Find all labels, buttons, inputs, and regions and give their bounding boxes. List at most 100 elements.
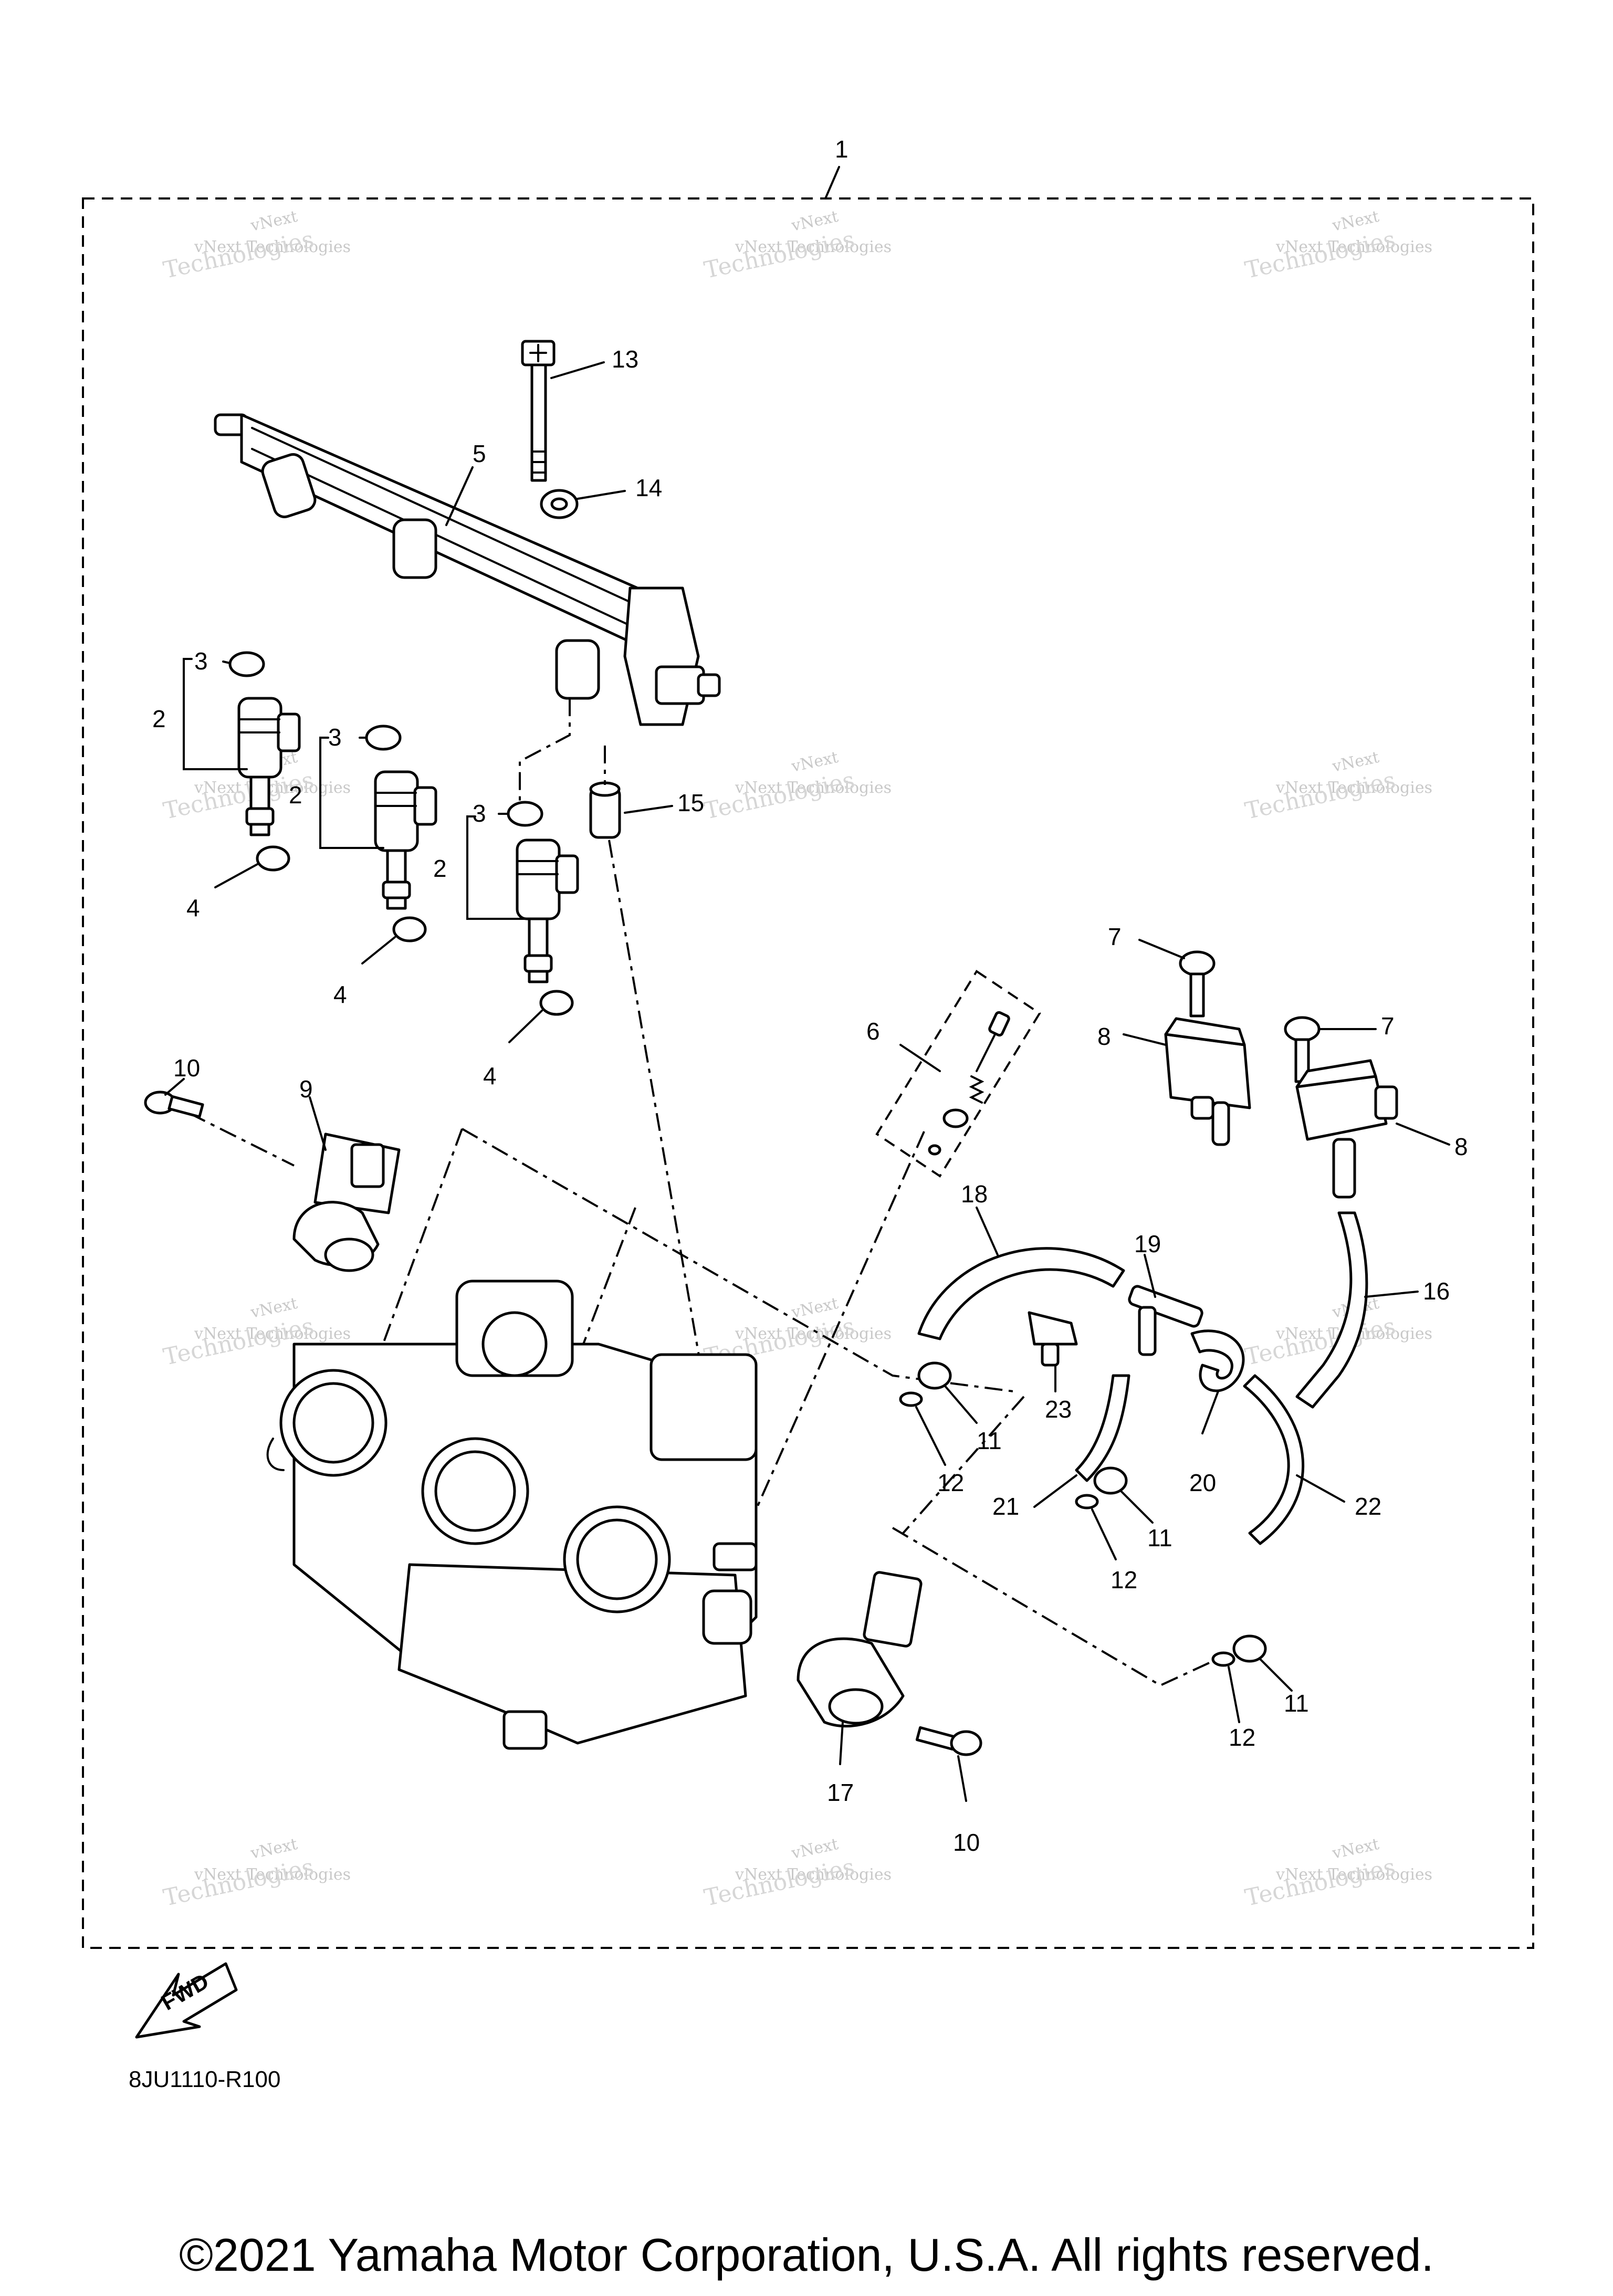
svg-text:Technologies: Technologies [1243,1313,1398,1370]
callout-20: 20 [1189,1469,1216,1496]
callout-11-a: 11 [977,1427,1002,1454]
svg-text:vNext Technologies: vNext Technologies [735,1325,892,1343]
svg-text:vNext Technologies: vNext Technologies [1275,1865,1432,1884]
callout-11-c: 11 [1284,1690,1309,1717]
leader-16 [1364,1291,1419,1298]
callout-8-a: 8 [1097,1023,1111,1050]
callout-2-b: 2 [289,781,302,809]
leader-11-mid [1120,1490,1154,1524]
leader-17 [839,1721,844,1765]
bolt-10-left[interactable] [144,1091,204,1118]
pilot-screw-kit[interactable] [875,970,1041,1178]
callout-23: 23 [1045,1396,1072,1423]
watermark: vNext vNext Technologies Technologies [1243,748,1432,825]
svg-text:vNext Technologies: vNext Technologies [735,779,892,797]
bolt-10-bottom[interactable] [915,1726,982,1756]
bolt-13[interactable] [521,340,556,482]
leader-13 [550,361,605,379]
callout-22: 22 [1355,1493,1381,1520]
leader-10-left [164,1078,185,1096]
svg-text:Technologies: Technologies [161,226,316,284]
svg-text:vNext Technologies: vNext Technologies [735,1865,892,1884]
clamp-23[interactable] [1028,1311,1078,1367]
hose-22[interactable] [1243,1374,1305,1545]
injector-set-1[interactable] [228,651,301,872]
callout-labels: 1 13 5 14 3 2 3 2 3 15 2 4 4 4 7 8 7 8 6… [152,135,1468,1856]
leader-12-mid [1091,1508,1117,1560]
watermark: vNext vNext Technologies Technologies [702,207,892,284]
leader-20 [1201,1390,1219,1434]
leader-1 [824,166,840,200]
collar-15[interactable] [589,781,621,839]
throttle-sensor-9[interactable] [292,1133,401,1272]
hose-21[interactable] [1075,1374,1130,1482]
pressure-sensor-8-right[interactable] [1295,1059,1398,1199]
hose-20[interactable] [1190,1329,1245,1392]
clip-12-right[interactable] [1211,1651,1235,1667]
callout-4-c: 4 [483,1062,497,1089]
throttle-position-sensor-17[interactable] [797,1571,923,1728]
copyright-notice: ©2021 Yamaha Motor Corporation, U.S.A. A… [179,2229,1434,2281]
svg-text:Technologies: Technologies [1243,226,1398,284]
callout-1: 1 [835,135,849,163]
callout-8-b: 8 [1454,1133,1468,1160]
washer-14[interactable] [540,489,579,519]
watermark: vNext vNext Technologies Technologies [1243,207,1432,284]
clip-12-mid[interactable] [1075,1494,1099,1509]
leader-11-left [944,1385,978,1424]
cap-11-left[interactable] [917,1361,952,1390]
cap-11-mid[interactable] [1093,1466,1128,1495]
clip-12-left[interactable] [899,1391,923,1407]
injector-set-3[interactable] [507,801,579,1016]
svg-text:Technologies: Technologies [1243,1853,1398,1911]
callout-12-a: 12 [937,1469,964,1496]
svg-text:vNext Technologies: vNext Technologies [194,1865,351,1884]
injector-brackets [183,658,543,1043]
callout-21: 21 [992,1493,1019,1520]
leader-19 [1144,1254,1156,1298]
callout-5: 5 [473,440,486,467]
watermark: vNext vNext Technologies Technologies [702,1835,892,1912]
svg-text:vNext Technologies: vNext Technologies [1275,779,1432,797]
injector-set-2[interactable] [365,725,437,942]
fuel-rail[interactable] [214,413,721,726]
fwd-arrow-icon: FWD [135,1962,238,2039]
callout-18: 18 [961,1180,988,1208]
throttle-body[interactable] [266,1280,758,1750]
callout-19: 19 [1134,1230,1161,1257]
leader-8-right [1396,1123,1450,1146]
callout-17: 17 [827,1779,854,1806]
diagram-code: 8JU1110-R100 [129,2067,280,2092]
joint-19[interactable] [1128,1285,1203,1356]
svg-text:Technologies: Technologies [702,767,857,824]
bolt-7-upper[interactable] [1179,950,1216,1018]
watermark: vNext vNext Technologies Technologies [702,748,892,825]
leader-12-right [1228,1666,1240,1723]
hose-16[interactable] [1295,1211,1368,1409]
svg-text:Technologies: Technologies [1243,767,1398,824]
watermark: vNext vNext Technologies Technologies [1243,1835,1432,1912]
svg-text:Technologies: Technologies [702,226,857,284]
leader-14 [577,490,626,500]
leader-10-bottom [957,1755,967,1802]
cap-11-right[interactable] [1232,1634,1267,1663]
leader-21 [1033,1474,1077,1508]
callout-12-b: 12 [1111,1566,1137,1593]
watermark: vNext vNext Technologies Technologies [161,207,351,284]
assembly-lines [188,698,1229,1687]
callout-10-b: 10 [953,1829,980,1856]
callout-3-a: 3 [194,647,208,675]
hose-18[interactable] [917,1247,1125,1340]
leader-8-left [1123,1033,1167,1046]
callout-7-b: 7 [1381,1012,1395,1040]
callout-3-c: 3 [473,800,486,827]
pressure-sensor-8-left[interactable] [1164,1017,1251,1146]
leader-6 [899,1044,941,1072]
assembly-frame [82,197,1534,1949]
svg-text:vNext Technologies: vNext Technologies [1275,238,1432,256]
svg-text:vNext Technologies: vNext Technologies [194,238,351,256]
svg-text:vNext Technologies: vNext Technologies [735,238,892,256]
leader-7-upper [1138,939,1185,959]
callout-14: 14 [635,474,662,501]
